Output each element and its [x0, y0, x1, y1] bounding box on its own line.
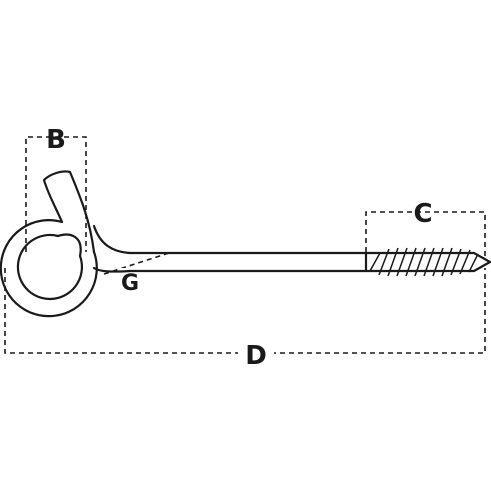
dimension-b-bracket [25, 136, 87, 252]
threaded-section-outline [364, 251, 491, 273]
thread-line [432, 247, 444, 277]
thread-line [423, 247, 435, 277]
dimension-d: D [4, 268, 486, 371]
dimension-d-label: D [245, 341, 267, 371]
dimension-g: G [103, 251, 173, 296]
dimension-d-label-backdrop [238, 338, 274, 368]
eye-screw [0, 170, 491, 318]
dimension-c-label: C [413, 199, 432, 229]
dimension-c: C [365, 199, 486, 258]
thread-line [441, 247, 453, 277]
dimension-g-label: G [121, 271, 139, 296]
eye-coil-end [42, 170, 96, 254]
dimension-b-label: B [46, 125, 66, 155]
thread-line [387, 247, 399, 277]
dimension-b: B [25, 125, 87, 252]
thread-line [459, 249, 471, 275]
shank-neck-top [92, 224, 132, 255]
thread-line [396, 247, 408, 277]
eye-coil-inner-edge [56, 233, 82, 258]
dimension-c-bracket [365, 211, 486, 258]
thread-lines [369, 247, 479, 277]
eye-ring-outer [0, 219, 98, 318]
thread-line [405, 247, 417, 277]
thread-line [468, 253, 479, 273]
thread-line [414, 247, 426, 277]
shank-neck-bottom [92, 266, 132, 273]
eye-ring-inner [16, 233, 83, 301]
thread-line [450, 248, 462, 276]
thread-line [369, 252, 381, 272]
thread-line [378, 248, 390, 276]
